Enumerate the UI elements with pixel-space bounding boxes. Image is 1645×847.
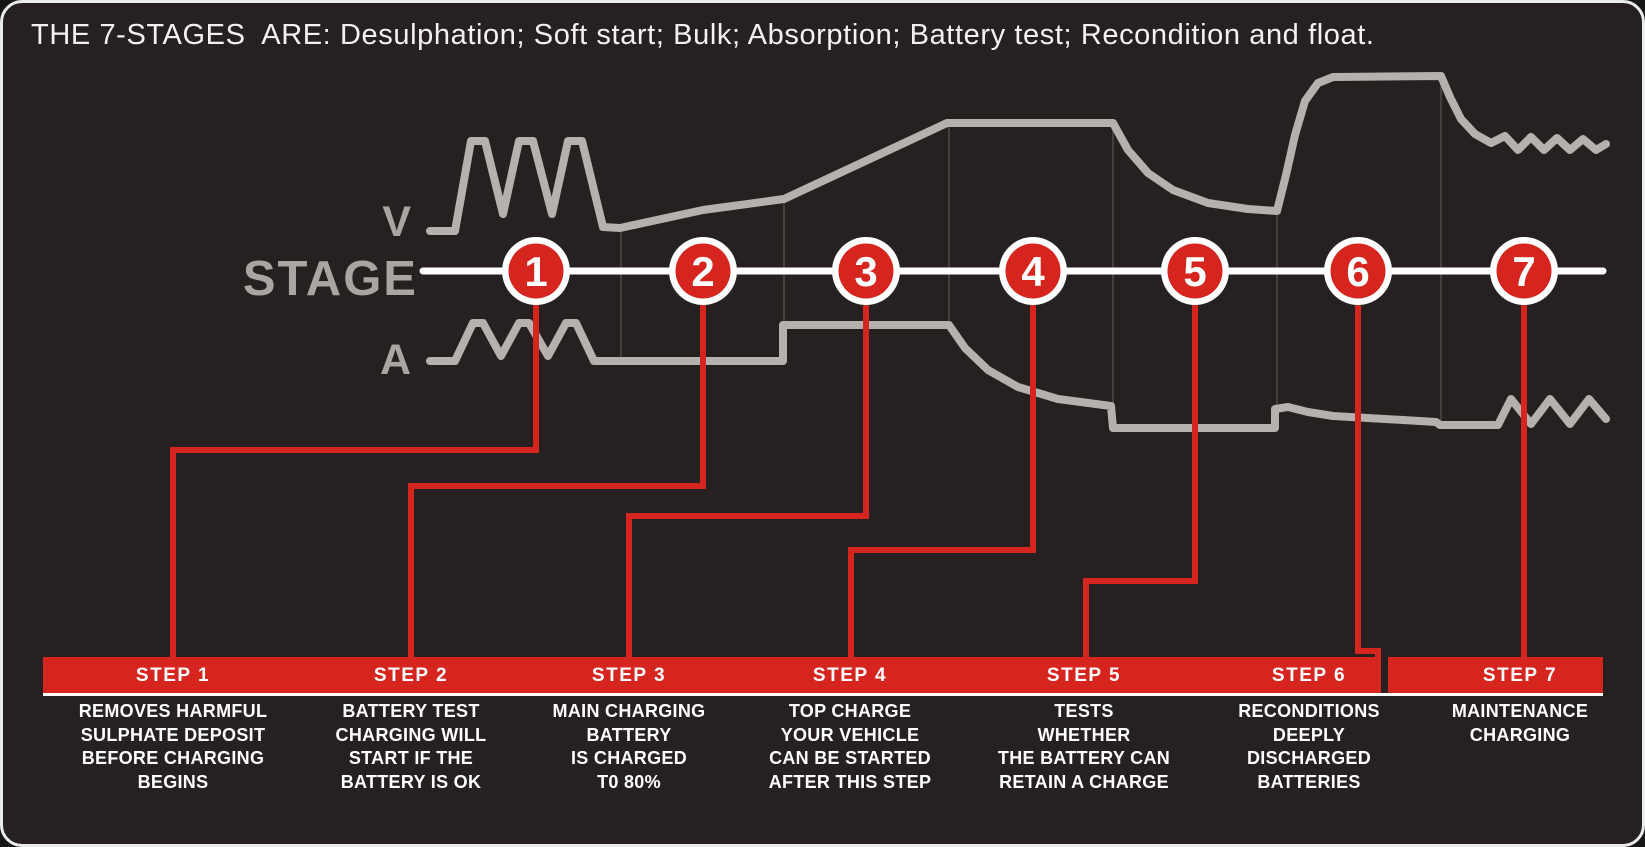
step-description-line: SULPHATE DEPOSIT xyxy=(80,724,266,745)
step-description-line: RECONDITIONS xyxy=(1238,701,1380,721)
step-description-line: CAN BE STARTED xyxy=(769,748,931,768)
step-connector-line-4 xyxy=(848,271,1036,662)
stage-circle-5: 5 xyxy=(1161,237,1229,305)
stage-circle-1: 1 xyxy=(502,237,570,305)
step-description-line: THE BATTERY CAN xyxy=(997,748,1171,768)
stage-number: 2 xyxy=(691,248,714,295)
step-description-line: BATTERY IS OK xyxy=(340,771,482,792)
stage-number: 7 xyxy=(1512,248,1535,295)
stage-circle-fill xyxy=(508,243,564,299)
step-description-line: TESTS xyxy=(1054,701,1114,721)
step-description-line: BEFORE CHARGING xyxy=(81,748,265,768)
current-curve xyxy=(426,319,1610,432)
step-description-line: TOP CHARGE xyxy=(788,701,912,721)
banner-bar-step7 xyxy=(1388,657,1603,693)
banner-underline xyxy=(43,693,1603,696)
stage-axis-label: STAGE xyxy=(242,252,418,306)
step-description-4: TOP CHARGE YOUR VEHICLE CAN BE STARTED AFTE… xyxy=(718,700,982,794)
page-title: THE 7-STAGES ARE: Desulphation; Soft sta… xyxy=(31,19,1375,51)
step-description-line: DISCHARGED xyxy=(1246,748,1371,768)
current-axis-label: A xyxy=(379,336,411,384)
step-description-line: IS CHARGED xyxy=(570,748,687,768)
stage-number: 4 xyxy=(1021,248,1045,295)
stage-circle-2: 2 xyxy=(669,237,737,305)
step-description-line: WHETHER xyxy=(1037,724,1131,745)
stage-circle-fill xyxy=(1496,243,1552,299)
step-connector-line-1 xyxy=(170,271,539,662)
charging-profile-chart: 1 2 3 4 5 6 7 xyxy=(170,72,1610,662)
step-description-line: DEEPLY xyxy=(1272,724,1346,745)
step-label-6: STEP 6 xyxy=(1271,665,1347,686)
step-description-line: BEGINS xyxy=(137,771,209,792)
stage-number: 6 xyxy=(1346,248,1369,295)
stage-circle-fill xyxy=(838,243,894,299)
step-description-6: RECONDITIONS DEEPLY DISCHARGED BATTERIES xyxy=(1177,700,1441,794)
stage-circle-fill xyxy=(675,243,731,299)
step-connector-line-5 xyxy=(1083,271,1198,662)
stage-circle-fill xyxy=(1330,243,1386,299)
stage-number: 5 xyxy=(1183,248,1206,295)
step-connector-line-3 xyxy=(626,271,869,662)
voltage-curve xyxy=(426,72,1610,235)
stage-circle-7: 7 xyxy=(1490,237,1558,305)
step-connector-line-6 xyxy=(1355,271,1381,662)
step-description-line: CHARGING WILL xyxy=(335,724,487,745)
stage-circle-fill xyxy=(1005,243,1061,299)
step-label-4: STEP 4 xyxy=(812,665,888,686)
step-label-3: STEP 3 xyxy=(591,665,667,686)
step-description-1: REMOVES HARMFUL SULPHATE DEPOSIT BEFORE CH… xyxy=(41,700,305,794)
step-description-line: T0 80% xyxy=(597,771,661,792)
stage-number: 3 xyxy=(854,248,877,295)
step-description-3: MAIN CHARGING BATTERY IS CHARGED T0 80% xyxy=(497,700,761,794)
step-description-line: BATTERY TEST xyxy=(342,701,480,721)
stage-circle-4: 4 xyxy=(999,237,1067,305)
step-label-7: STEP 7 xyxy=(1482,665,1558,686)
step-description-line: MAINTENANCE xyxy=(1451,701,1589,721)
stage-number: 1 xyxy=(524,248,547,295)
step-description-7: MAINTENANCE CHARGING xyxy=(1388,700,1642,747)
step-description-line: MAIN CHARGING xyxy=(552,701,706,721)
step-description-line: CHARGING xyxy=(1469,724,1571,745)
step-label-2: STEP 2 xyxy=(373,665,449,686)
step-description-line: START IF THE xyxy=(348,748,474,768)
stage-circle-3: 3 xyxy=(832,237,900,305)
voltage-axis-label: V xyxy=(382,198,411,246)
step-connector-line-2 xyxy=(408,271,706,662)
step-description-line: REMOVES HARMFUL xyxy=(78,701,268,721)
stage-circle-fill xyxy=(1167,243,1223,299)
step-description-2: BATTERY TEST CHARGING WILL START IF THE BAT… xyxy=(279,700,543,794)
step-description-line: BATTERIES xyxy=(1257,771,1361,792)
step-description-5: TESTS WHETHER THE BATTERY CAN RETAIN A CHAR… xyxy=(952,700,1216,794)
step-description-line: AFTER THIS STEP xyxy=(768,771,932,792)
step-description-line: YOUR VEHICLE xyxy=(780,724,920,745)
step-description-line: RETAIN A CHARGE xyxy=(999,771,1169,792)
step-label-5: STEP 5 xyxy=(1046,665,1122,686)
stage-circle-6: 6 xyxy=(1324,237,1392,305)
step-label-1: STEP 1 xyxy=(135,665,211,686)
banner-bar-main xyxy=(43,657,1381,693)
step-description-line: BATTERY xyxy=(586,724,672,745)
